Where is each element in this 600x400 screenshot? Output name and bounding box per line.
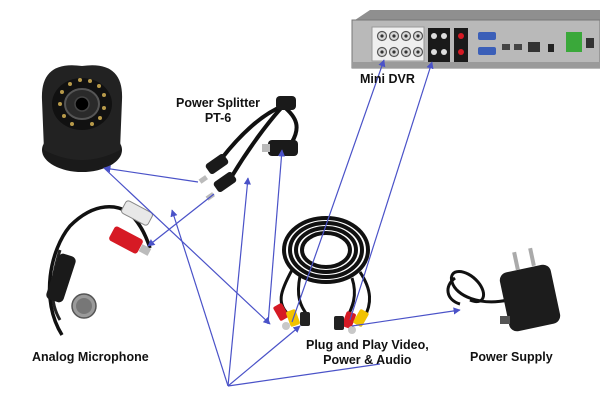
power-supply-label: Power Supply: [470, 350, 553, 365]
coiled-cable-icon: [273, 218, 370, 334]
cable-label-line2: Power & Audio: [306, 353, 429, 368]
dvr-label: Mini DVR: [360, 72, 415, 87]
power-splitter-label-line2: PT-6: [176, 111, 260, 126]
microphone-label: Analog Microphone: [32, 350, 149, 365]
dome-camera-icon: [42, 65, 122, 172]
power-splitter-label: Power Splitter PT-6: [176, 96, 260, 126]
cable-label: Plug and Play Video, Power & Audio: [306, 338, 429, 368]
microphone-icon: [45, 200, 154, 335]
mini-dvr-icon: [352, 10, 600, 68]
power-splitter-label-line1: Power Splitter: [176, 96, 260, 111]
power-adapter-icon: [448, 248, 562, 333]
cable-label-line1: Plug and Play Video,: [306, 338, 429, 353]
